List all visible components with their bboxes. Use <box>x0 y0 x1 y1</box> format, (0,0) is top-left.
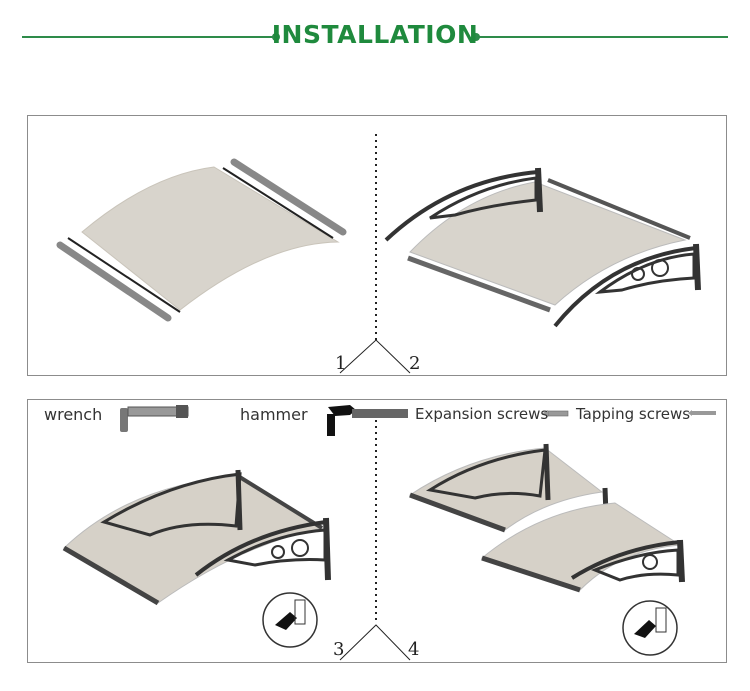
hammer-label: hammer <box>240 405 308 424</box>
page-title: INSTALLATION <box>271 20 479 49</box>
notch-bottom <box>339 624 411 661</box>
step-number-4: 4 <box>408 639 420 660</box>
wrench-label: wrench <box>44 405 103 424</box>
expansion-screws-label: Expansion screws <box>415 405 549 423</box>
step4-assembly <box>408 443 685 656</box>
hammer-icon <box>327 405 408 436</box>
tapping-screws-label: Tapping screws <box>576 405 691 423</box>
step-number-2: 2 <box>409 353 421 374</box>
header-dot-right <box>472 33 480 41</box>
tapping-screw-icon <box>688 410 716 416</box>
step-number-3: 3 <box>333 639 345 660</box>
step1-parts <box>56 158 347 322</box>
step3-assembly <box>62 469 331 648</box>
step-number-1: 1 <box>335 353 347 374</box>
notch-top <box>339 339 411 374</box>
header-rule-right <box>478 36 728 38</box>
header-dot-left <box>272 33 280 41</box>
step2-assembly <box>384 167 701 328</box>
expansion-screw-icon <box>542 410 569 417</box>
header-rule-left <box>22 36 274 38</box>
wrench-icon <box>120 405 189 432</box>
